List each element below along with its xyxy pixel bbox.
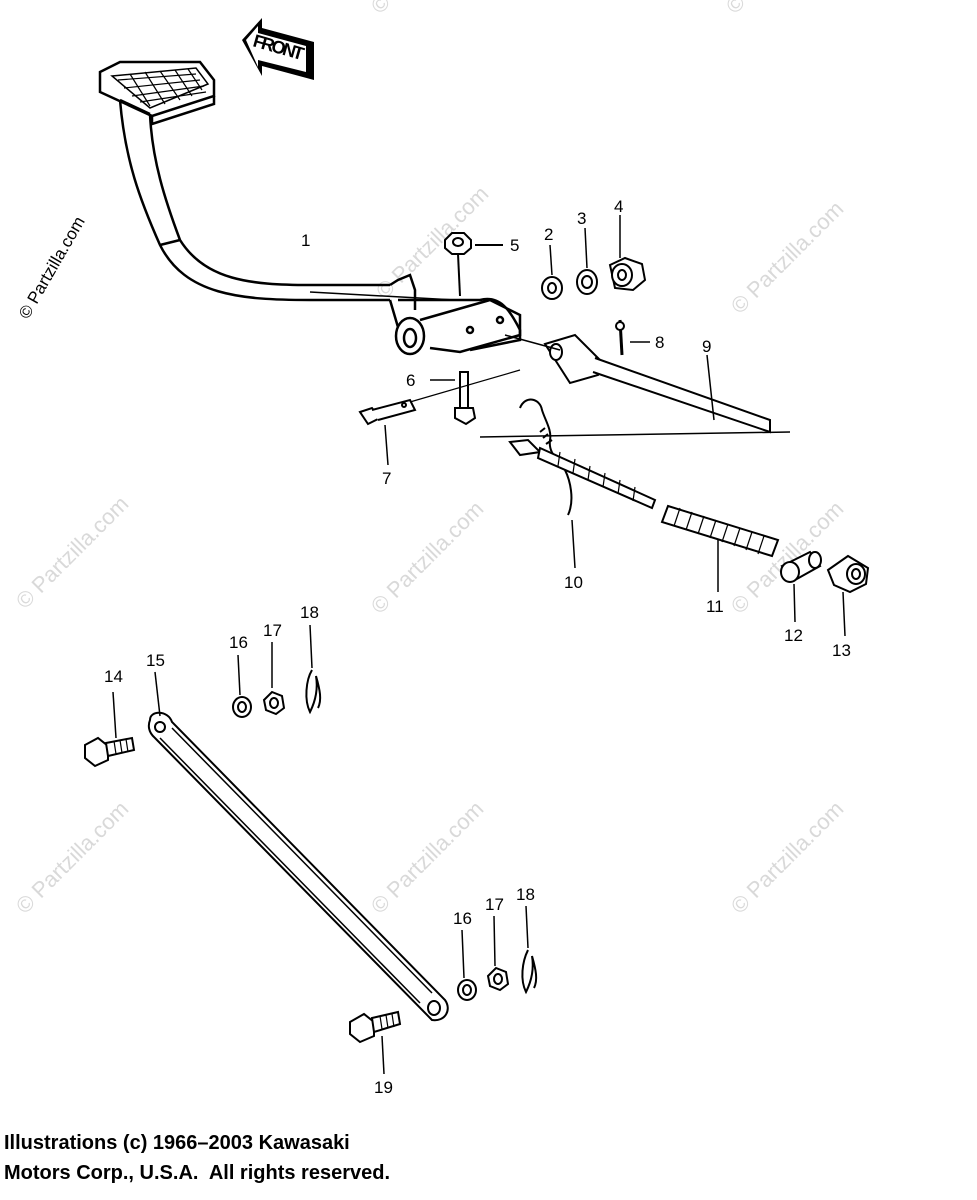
copyright-line-1: Illustrations (c) 1966–2003 Kawasaki <box>4 1132 350 1154</box>
joint-12-nut-13 <box>780 550 870 637</box>
part-label-10: 10 <box>564 573 583 592</box>
bolt-19 <box>349 1010 402 1075</box>
part-label-11: 11 <box>706 597 724 616</box>
washer-nut-clip-upper <box>232 624 322 718</box>
part-label-18: 18 <box>300 603 319 622</box>
springs-10-11 <box>508 398 780 592</box>
part-label-13: 13 <box>832 641 851 660</box>
watermark: © Partzilla.com <box>15 213 89 322</box>
brake-pedal <box>98 60 522 356</box>
part-label-6: 6 <box>406 371 415 390</box>
part-label-9: 9 <box>702 337 711 356</box>
brake-rod-9 <box>479 319 791 438</box>
watermark: © Partzilla.com <box>366 796 489 919</box>
watermark: © Partzilla.com <box>366 496 489 619</box>
bolt-14-link-15 <box>84 671 449 1022</box>
part-label-2: 2 <box>544 225 553 244</box>
part-labels: 1 2 3 4 5 6 7 8 9 10 11 12 13 14 15 16 1… <box>104 197 851 1097</box>
watermark: © Partzilla.com <box>366 0 489 19</box>
watermark: © Partzilla.com <box>726 496 849 619</box>
part-label-1: 1 <box>301 231 310 250</box>
part-label-19: 19 <box>374 1078 393 1097</box>
part-label-15: 15 <box>146 651 165 670</box>
part-label-4: 4 <box>614 197 623 216</box>
part-label-18: 18 <box>516 885 535 904</box>
bolt-6-pin-7 <box>358 369 521 466</box>
part-label-17: 17 <box>263 621 282 640</box>
part-label-12: 12 <box>784 626 803 645</box>
watermark: © Partzilla.com <box>726 796 849 919</box>
copyright-notice: Illustrations (c) 1966–2003 Kawasaki Mot… <box>4 1128 390 1188</box>
washer-nut-clip-lower <box>457 905 538 1001</box>
front-arrow-icon: FRONT <box>242 18 314 80</box>
part-label-5: 5 <box>510 236 519 255</box>
washers-2-3-nut-4 <box>541 215 647 300</box>
nut-5 <box>444 232 503 297</box>
part-label-17: 17 <box>485 895 504 914</box>
part-label-7: 7 <box>382 469 391 488</box>
part-label-3: 3 <box>577 209 586 228</box>
watermarks: © Partzilla.com © Partzilla.com © Partzi… <box>11 0 849 919</box>
part-label-8: 8 <box>655 333 664 352</box>
part-label-16: 16 <box>229 633 248 652</box>
watermark: © Partzilla.com <box>11 491 134 614</box>
watermark: © Partzilla.com <box>726 196 849 319</box>
watermark: © Partzilla.com <box>721 0 844 19</box>
part-label-14: 14 <box>104 667 123 686</box>
watermark: © Partzilla.com <box>11 796 134 919</box>
part-label-16: 16 <box>453 909 472 928</box>
copyright-line-2: Motors Corp., U.S.A. All rights reserved… <box>4 1162 390 1184</box>
